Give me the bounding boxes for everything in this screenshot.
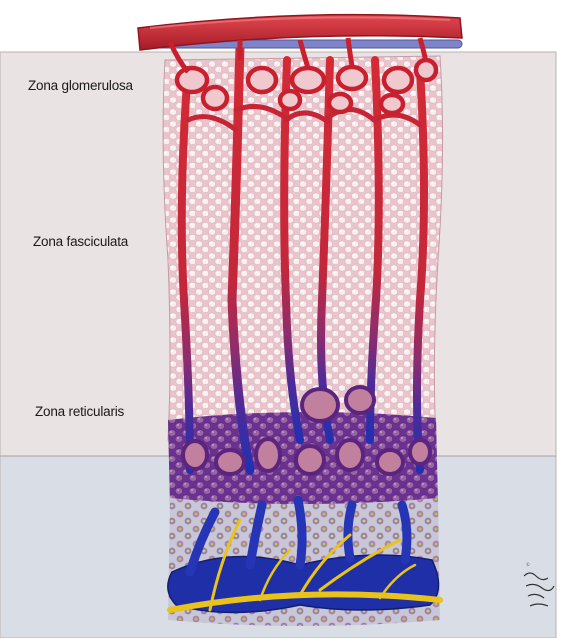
zona-glomerulosa-label: Zona glomerulosa (28, 78, 133, 93)
illustrator-signature: © (520, 556, 560, 616)
svg-text:©: © (526, 562, 530, 567)
zona-fasciculata-label: Zona fasciculata (33, 234, 128, 249)
zona-reticularis-label: Zona reticularis (35, 404, 124, 419)
